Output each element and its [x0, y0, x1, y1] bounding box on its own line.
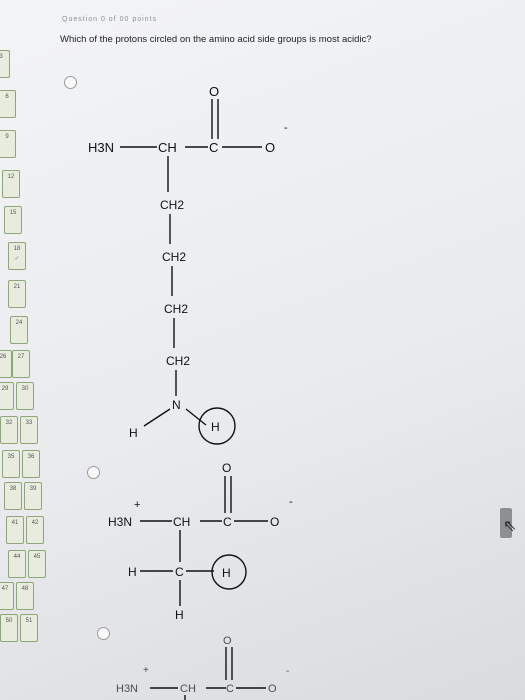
negative-charge-label: - — [289, 496, 293, 508]
alpha-carbon-label: CH — [158, 140, 177, 155]
alpha-carbon-label: CH — [173, 515, 190, 529]
pointer-cursor-icon: ⇖ — [503, 518, 517, 535]
amine-nitrogen-label: N — [172, 398, 181, 412]
carbonyl-oxygen-label: O — [222, 461, 231, 475]
question-nav-item[interactable]: 24 — [10, 316, 28, 344]
methyl-hydrogen-label: H — [175, 608, 184, 622]
page-scrollbar[interactable] — [500, 508, 512, 538]
question-nav-item[interactable]: 36 — [22, 450, 40, 478]
positive-charge-label: + — [134, 499, 140, 511]
carboxylate-oxygen-label: O — [265, 140, 275, 155]
side-chain-ch2-label: CH2 — [164, 302, 188, 316]
question-nav-item[interactable]: 33 — [20, 416, 38, 444]
amine-group-label: H3N — [108, 515, 132, 529]
question-nav-item[interactable]: 45 — [28, 550, 46, 578]
question-nav-item[interactable]: 27 — [12, 350, 30, 378]
carboxylate-oxygen-label: O — [268, 683, 277, 695]
carbonyl-oxygen-label: O — [223, 635, 232, 647]
carbonyl-carbon-label: C — [209, 140, 218, 155]
question-nav-item[interactable]: 6 — [0, 90, 16, 118]
positive-charge-label: + — [143, 665, 149, 676]
question-nav-item[interactable]: 50 — [0, 614, 18, 642]
circled-proton-label: H — [211, 420, 220, 434]
side-chain-ch2-label: CH2 — [160, 198, 184, 212]
question-nav-sidebar: 3 6 9 12 15 18✓ 21 24 26 27 29 30 32 33 … — [0, 40, 52, 700]
carbonyl-carbon-label: C — [223, 515, 232, 529]
question-nav-item[interactable]: 39 — [24, 482, 42, 510]
question-nav-item[interactable]: 15 — [4, 206, 22, 234]
question-nav-item[interactable]: 12 — [2, 170, 20, 198]
question-header: Question 0 of 00 points — [62, 16, 157, 23]
question-nav-item[interactable]: 32 — [0, 416, 18, 444]
amine-group-label: H3N — [88, 140, 114, 155]
question-nav-item[interactable]: 30 — [16, 382, 34, 410]
methyl-hydrogen-label: H — [128, 565, 137, 579]
carbonyl-oxygen-label: O — [209, 84, 219, 99]
question-nav-item[interactable]: 18✓ — [8, 242, 26, 270]
alpha-carbon-label: CH — [180, 683, 196, 695]
question-nav-item[interactable]: 48 — [16, 582, 34, 610]
side-chain-ch2-label: CH2 — [166, 354, 190, 368]
question-nav-item[interactable]: 3 — [0, 50, 10, 78]
question-prompt: Which of the protons circled on the amin… — [60, 34, 372, 45]
question-nav-item[interactable]: 47 — [0, 582, 14, 610]
question-nav-item[interactable]: 35 — [2, 450, 20, 478]
question-nav-item[interactable]: 51 — [20, 614, 38, 642]
answer-option-b-radio-icon[interactable] — [87, 466, 100, 479]
amine-hydrogen-label: H — [129, 426, 138, 440]
question-nav-item[interactable]: 29 — [0, 382, 14, 410]
question-nav-item[interactable]: 9 — [0, 130, 16, 158]
carbonyl-carbon-label: C — [226, 683, 234, 695]
circled-proton-label: H — [222, 566, 231, 580]
question-nav-item[interactable]: 21 — [8, 280, 26, 308]
methyl-carbon-label: C — [175, 565, 184, 579]
side-chain-ch2-label: CH2 — [162, 250, 186, 264]
question-nav-item[interactable]: 38 — [4, 482, 22, 510]
carboxylate-oxygen-label: O — [270, 515, 279, 529]
question-nav-item[interactable]: 41 — [6, 516, 24, 544]
negative-charge-label: - — [286, 666, 289, 677]
amine-group-label: H3N — [116, 683, 138, 695]
answer-option-c-radio-icon[interactable] — [97, 627, 110, 640]
question-nav-item[interactable]: 42 — [26, 516, 44, 544]
answer-option-a-radio-icon[interactable] — [64, 76, 77, 89]
question-nav-item[interactable]: 26 — [0, 350, 12, 378]
question-nav-item[interactable]: 44 — [8, 550, 26, 578]
negative-charge-label: - — [284, 122, 288, 134]
